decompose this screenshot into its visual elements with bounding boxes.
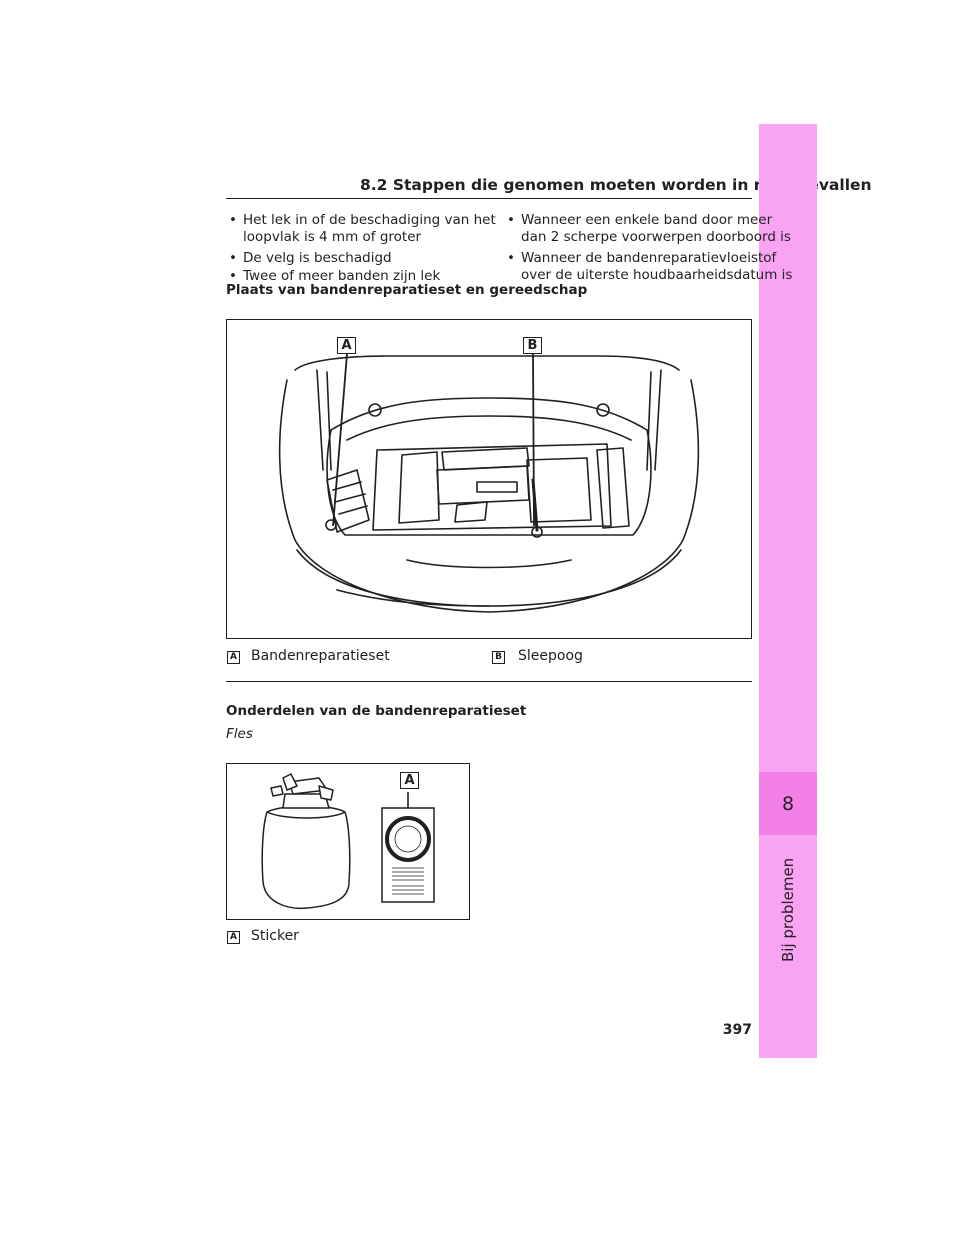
legend-key-a: A: [227, 651, 240, 664]
bullet-dot: •: [229, 212, 237, 228]
leader-line-a: [332, 353, 348, 527]
bullet-left-3: • Twee of meer banden zijn lek: [229, 268, 499, 285]
callout-sticker: A: [400, 772, 419, 789]
header-rule: [226, 198, 752, 199]
leader-line-b: [532, 353, 535, 527]
bullet-dot: •: [229, 268, 237, 284]
legend-label-a: Bandenreparatieset: [251, 648, 390, 664]
trunk-figure: A B: [226, 319, 752, 639]
callout-b: B: [523, 337, 542, 354]
chapter-label-text: Bij problemen: [779, 857, 797, 962]
chapter-number-box: [759, 772, 817, 835]
bullet-dot: •: [229, 250, 237, 266]
legend-label-b: Sleepoog: [518, 648, 583, 664]
location-heading: Plaats van bandenreparatieset en gereeds…: [226, 282, 588, 298]
bullet-dot: •: [507, 250, 515, 266]
callout-a: A: [337, 337, 356, 354]
bottle-illustration: [261, 773, 435, 910]
legend-key-sticker: A: [227, 931, 240, 944]
bullet-text: De velg is beschadigd: [243, 250, 392, 266]
bullet-text: Twee of meer banden zijn lek: [243, 268, 441, 284]
chapter-label: Bij problemen: [777, 842, 799, 962]
chapter-side-tab: [759, 124, 817, 1058]
page-number: 397: [722, 1022, 752, 1038]
bullet-dot: •: [507, 212, 515, 228]
trunk-illustration: [278, 353, 700, 613]
legend-label-sticker: Sticker: [251, 928, 299, 944]
chapter-number: 8: [781, 793, 795, 815]
bottle-figure: A: [226, 763, 470, 920]
legend-key-b: B: [492, 651, 505, 664]
bullet-left-2: • De velg is beschadigd: [229, 250, 499, 267]
parts-heading: Onderdelen van de bandenreparatieset: [226, 703, 527, 719]
section-title: 8.2 Stappen die genomen moeten worden in…: [360, 176, 872, 194]
section-divider: [226, 681, 752, 682]
parts-subheading: Fles: [226, 726, 253, 742]
